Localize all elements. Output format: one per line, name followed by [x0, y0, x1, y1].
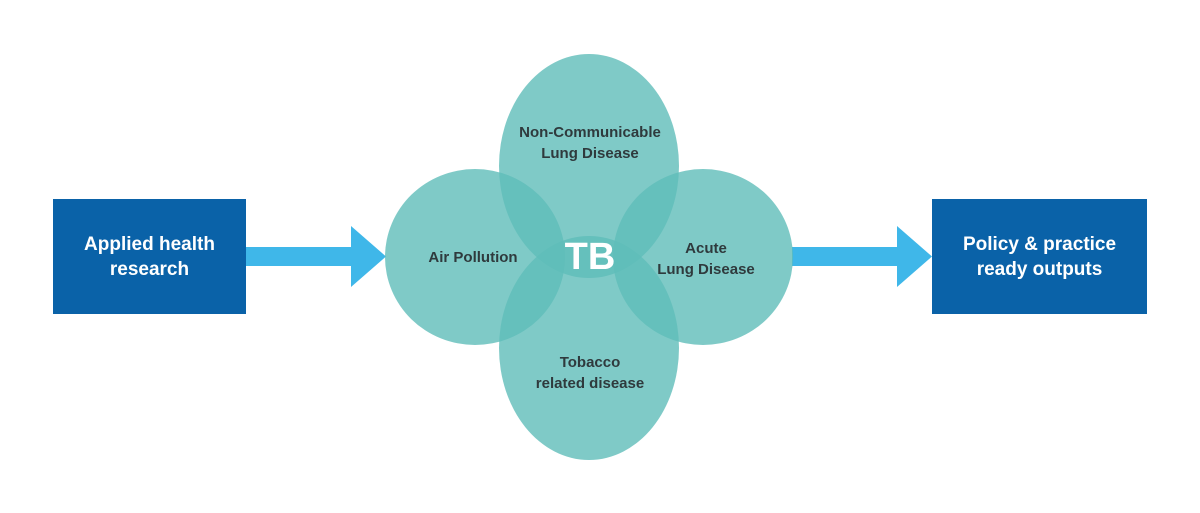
arrow-right	[792, 226, 932, 287]
venn-center-label: TB	[564, 236, 616, 278]
applied-health-research-box: Applied health research	[53, 199, 246, 314]
venn-label-acute-lung: Acute Lung Disease	[657, 240, 755, 278]
policy-practice-outputs-label: Policy & practice ready outputs	[962, 233, 1117, 280]
applied-health-research-label: Applied health research	[84, 233, 215, 280]
venn-label-non-communicable: Non-Communicable Lung Disease	[519, 124, 661, 162]
arrow-left	[246, 226, 386, 287]
venn-label-tobacco: Tobacco related disease	[535, 354, 645, 392]
venn-label-air-pollution: Air Pollution	[428, 249, 518, 266]
circle-bottom	[499, 236, 679, 460]
policy-practice-outputs-box: Policy & practice ready outputs	[932, 199, 1147, 314]
